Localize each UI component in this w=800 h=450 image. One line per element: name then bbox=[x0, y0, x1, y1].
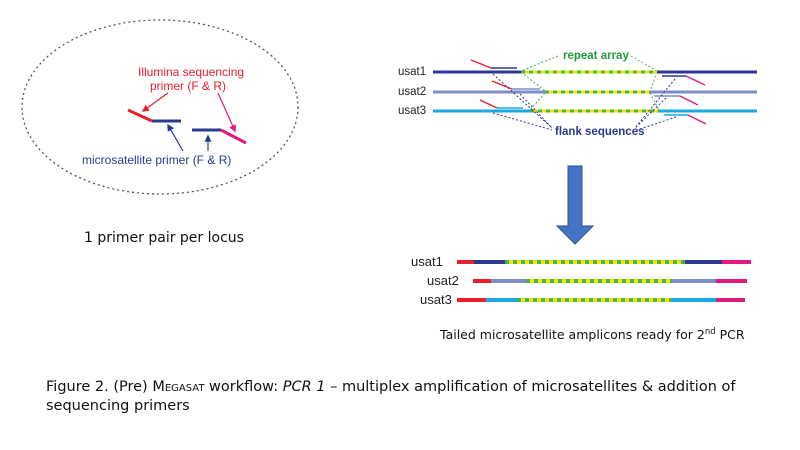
left-subtitle: 1 primer pair per locus bbox=[84, 230, 244, 246]
repeat-guide-right bbox=[630, 55, 658, 72]
primer-f3-tail bbox=[479, 99, 498, 109]
repeat-array-label: repeat array bbox=[563, 50, 629, 62]
caption-pcr-label: PCR 1 bbox=[282, 379, 326, 395]
illumina-arrow-magenta bbox=[217, 92, 236, 133]
flank-sequences-label: flank sequences bbox=[555, 126, 644, 138]
flank-guide-6 bbox=[636, 116, 677, 131]
caption-figure-label: Figure 2. bbox=[46, 379, 109, 395]
tailed-amplicons: usat1 usat2 usat3 Tailed microsatellite … bbox=[411, 254, 751, 342]
amplicon-label-usat2: usat2 bbox=[427, 273, 459, 288]
caption-software-name: Megasat bbox=[152, 379, 205, 395]
amplicon-caption-sup: nd bbox=[705, 327, 716, 337]
microsat-arrow-1 bbox=[167, 123, 184, 152]
amplicon-label-usat3: usat3 bbox=[420, 292, 452, 307]
flank-guide-4 bbox=[634, 78, 676, 129]
caption-rest: – multiplex amplification of microsatell… bbox=[46, 379, 736, 414]
primer-r3-tail bbox=[687, 114, 707, 125]
primer-r2-tail bbox=[679, 95, 699, 106]
amplicon-caption-pre: Tailed microsatellite amplicons ready fo… bbox=[439, 327, 705, 342]
illumina-label-line1: Illumina sequencing bbox=[138, 65, 244, 79]
flank-guide-5 bbox=[634, 97, 667, 129]
template-label-usat3: usat3 bbox=[398, 105, 426, 117]
template-loci: repeat array usat1 usat2 usat3 bbox=[398, 50, 757, 138]
repeat-guide-low-r bbox=[649, 92, 660, 111]
flank-guide-1 bbox=[492, 73, 553, 129]
template-label-usat2: usat2 bbox=[398, 86, 426, 98]
illumina-arrow-red bbox=[141, 92, 169, 112]
left-panel: Illumina sequencing primer (F & R) micro… bbox=[21, 19, 299, 246]
repeat-guide-mid-l bbox=[520, 71, 546, 92]
repeat-guide-left bbox=[520, 55, 559, 72]
microsat-label: microsatellite primer (F & R) bbox=[82, 153, 231, 167]
repeat-guide-mid-r bbox=[649, 71, 658, 92]
figure-caption: Figure 2. (Pre) Megasat workflow: PCR 1 … bbox=[46, 378, 766, 416]
down-arrow bbox=[555, 165, 595, 245]
primer-ellipse bbox=[21, 19, 299, 195]
primer-f1-tail bbox=[470, 59, 492, 69]
template-label-usat1: usat1 bbox=[398, 66, 426, 78]
reverse-illumina-tail bbox=[220, 128, 247, 145]
amplicon-label-usat1: usat1 bbox=[411, 254, 443, 269]
flank-guide-3 bbox=[492, 112, 553, 131]
illumina-label-line2: primer (F & R) bbox=[150, 79, 226, 93]
repeat-guide-low-l bbox=[529, 92, 546, 111]
primer-r1-tail bbox=[685, 75, 706, 86]
forward-illumina-tail bbox=[127, 108, 153, 123]
caption-pre: (Pre) bbox=[108, 379, 153, 395]
amplicon-caption: Tailed microsatellite amplicons ready fo… bbox=[439, 327, 745, 342]
amplicon-caption-post: PCR bbox=[716, 327, 745, 342]
caption-mid: workflow: bbox=[204, 379, 283, 395]
